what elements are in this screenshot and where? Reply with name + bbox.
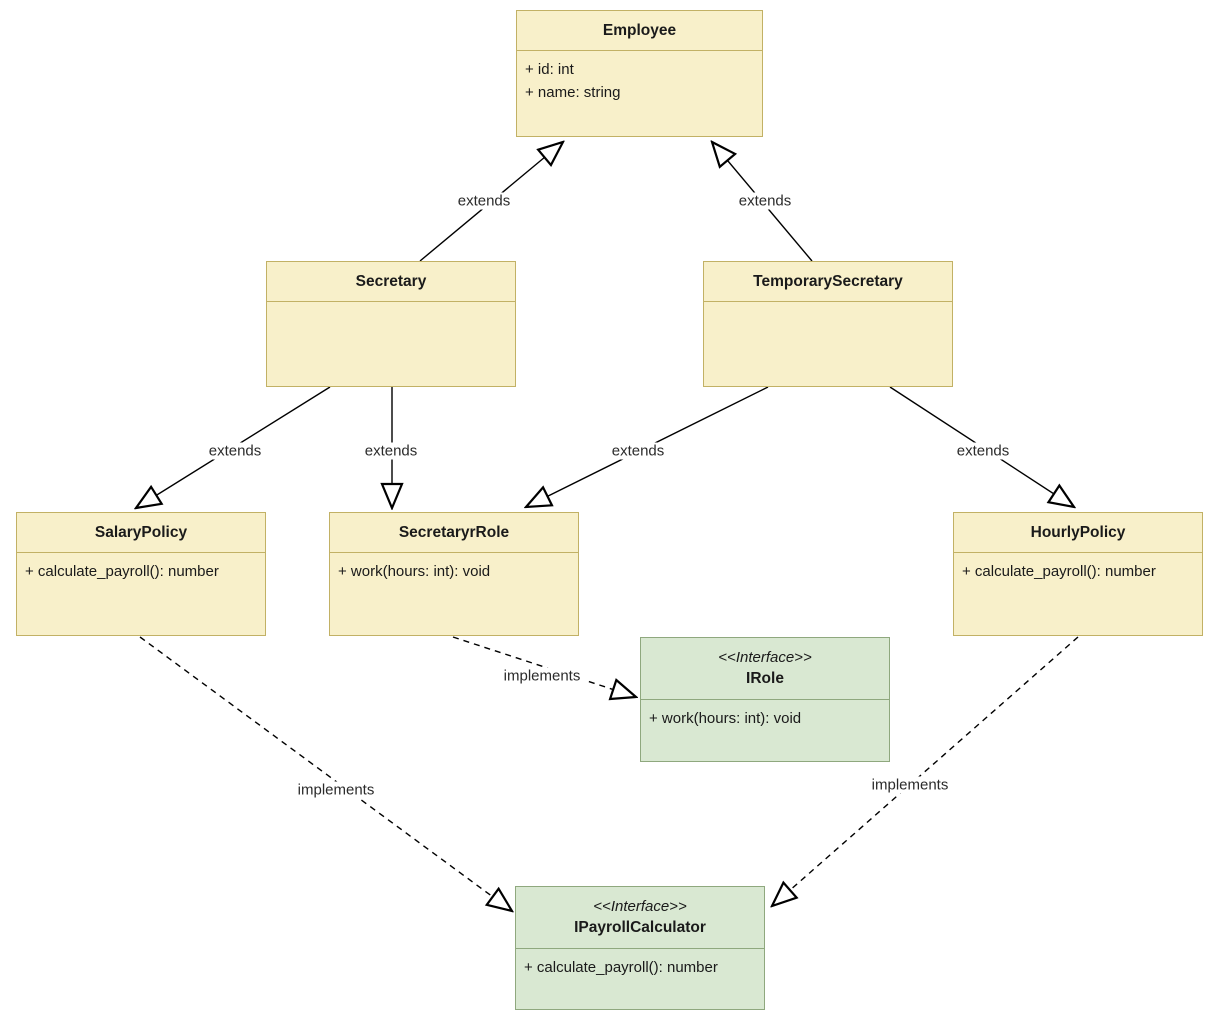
class-title-hourlypolicy: HourlyPolicy xyxy=(954,513,1202,553)
edge-hourlypolicy-implements-ipayrollcalculator xyxy=(772,636,1079,906)
edge-label-implements: implements xyxy=(866,776,954,794)
class-member: + work(hours: int): void xyxy=(338,563,491,580)
interface-title-irole: IRole xyxy=(746,670,784,687)
edge-label-extends: extends xyxy=(452,192,516,210)
edge-label-extends: extends xyxy=(733,192,797,210)
edge-label-extends: extends xyxy=(951,442,1015,460)
class-node-secretaryrrole[interactable]: SecretaryrRole + work(hours: int): void xyxy=(329,512,579,636)
class-member: + calculate_payroll(): number xyxy=(524,959,718,976)
class-node-hourlypolicy[interactable]: HourlyPolicy + calculate_payroll(): numb… xyxy=(953,512,1203,636)
edge-label-implements: implements xyxy=(498,667,586,685)
interface-title-ipayrollcalculator: IPayrollCalculator xyxy=(574,919,706,936)
class-member: + work(hours: int): void xyxy=(649,710,802,727)
interface-stereotype: <<Interface>> xyxy=(718,649,812,666)
interface-stereotype: <<Interface>> xyxy=(593,898,687,915)
interface-node-ipayrollcalculator[interactable]: <<Interface>> IPayrollCalculator + calcu… xyxy=(515,886,765,1010)
class-node-temporarysecretary[interactable]: TemporarySecretary xyxy=(703,261,953,387)
class-member: + id: int xyxy=(525,61,574,78)
class-title-secretary: Secretary xyxy=(267,262,515,302)
class-node-secretary[interactable]: Secretary xyxy=(266,261,516,387)
edge-salarypolicy-implements-ipayrollcalculator xyxy=(139,636,512,911)
class-member: + calculate_payroll(): number xyxy=(962,563,1156,580)
class-member: + calculate_payroll(): number xyxy=(25,563,219,580)
edge-label-implements: implements xyxy=(292,781,380,799)
edge-label-extends: extends xyxy=(359,442,423,460)
class-member: + name: string xyxy=(525,84,621,101)
edge-label-extends: extends xyxy=(203,442,267,460)
class-node-employee[interactable]: Employee + id: int + name: string xyxy=(516,10,763,137)
class-node-salarypolicy[interactable]: SalaryPolicy + calculate_payroll(): numb… xyxy=(16,512,266,636)
class-title-temporarysecretary: TemporarySecretary xyxy=(704,262,952,302)
class-title-employee: Employee xyxy=(517,11,762,51)
class-title-salarypolicy: SalaryPolicy xyxy=(17,513,265,553)
edge-label-extends: extends xyxy=(606,442,670,460)
class-title-secretaryrrole: SecretaryrRole xyxy=(330,513,578,553)
interface-node-irole[interactable]: <<Interface>> IRole + work(hours: int): … xyxy=(640,637,890,762)
